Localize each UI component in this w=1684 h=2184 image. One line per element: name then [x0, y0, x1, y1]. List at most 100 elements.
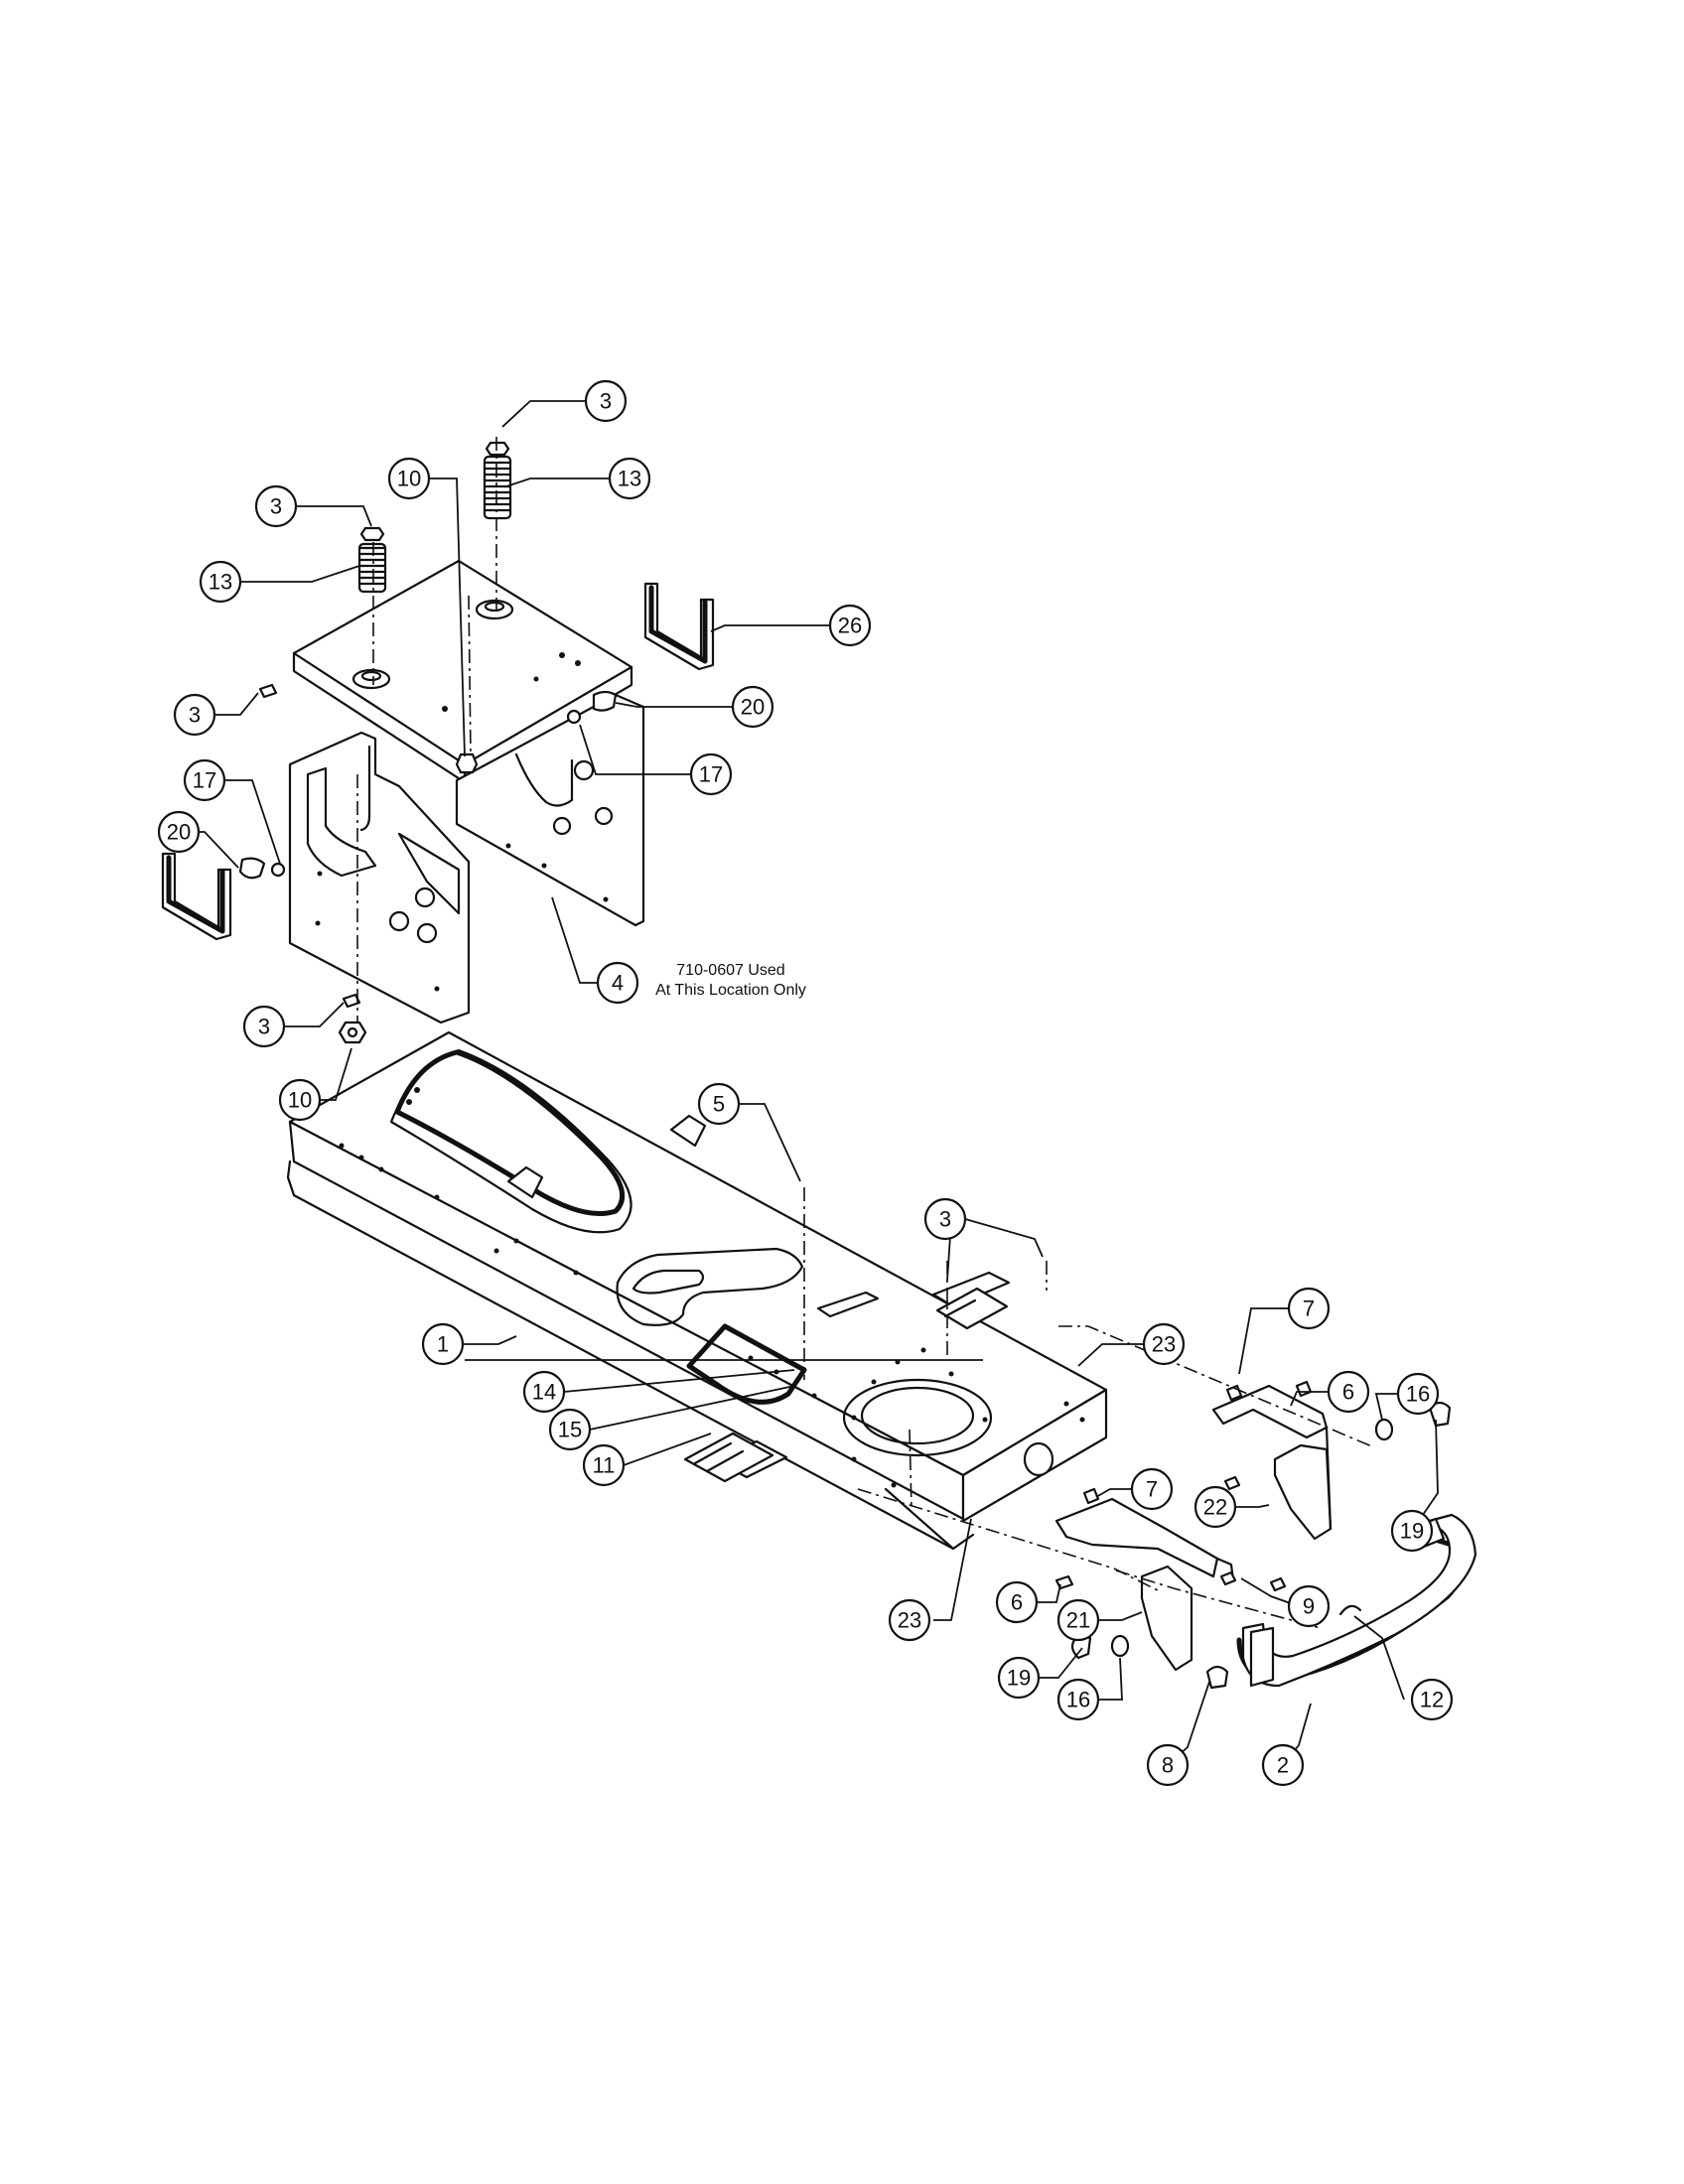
- washer-icon: [270, 862, 286, 878]
- callout-label: 20: [167, 820, 191, 845]
- callout-11: 11: [582, 1443, 626, 1487]
- callout-label: 3: [258, 1015, 270, 1039]
- callout-3: 3: [923, 1197, 967, 1241]
- leader-lines: [179, 400, 1439, 1766]
- callout-circle: [1146, 1743, 1190, 1787]
- callout-circle: [1142, 1322, 1186, 1366]
- callout-circle: [548, 1408, 592, 1451]
- callout-label: 7: [1303, 1297, 1315, 1321]
- callout-label: 17: [193, 768, 216, 793]
- callout-22: 22: [1193, 1485, 1237, 1529]
- callout-circle: [1130, 1467, 1174, 1511]
- callout-circle: [1193, 1485, 1237, 1529]
- callout-circle: [828, 604, 872, 647]
- callout-8: 8: [1146, 1743, 1190, 1787]
- callout-label: 6: [1011, 1590, 1023, 1615]
- callout-label: 15: [558, 1418, 582, 1442]
- callout-circle: [584, 379, 628, 423]
- foot-pedal-front: [683, 1432, 774, 1483]
- callout-label: 10: [397, 467, 421, 491]
- callout-label: 16: [1066, 1688, 1090, 1712]
- callout-label: 4: [612, 971, 624, 996]
- nut-icon: [338, 752, 479, 1044]
- callout-3: 3: [254, 484, 298, 528]
- callout-circle: [183, 758, 226, 802]
- callout-label: 3: [270, 494, 282, 519]
- callout-circle: [995, 1580, 1039, 1624]
- spring-right: [483, 455, 512, 520]
- callout-circle: [731, 685, 774, 729]
- callout-26: 26: [828, 604, 872, 647]
- callout-3: 3: [584, 379, 628, 423]
- callout-label: 10: [288, 1088, 312, 1113]
- callout-4: 4: [596, 961, 639, 1005]
- callout-circle: [157, 810, 201, 854]
- callout-circle: [923, 1197, 967, 1241]
- callout-3: 3: [173, 693, 216, 737]
- callout-label: 6: [1342, 1380, 1354, 1405]
- callout-19: 19: [1390, 1509, 1434, 1553]
- location-note-line1: 710-0607 Used: [676, 962, 784, 979]
- callout-14: 14: [522, 1370, 566, 1414]
- callout-circle: [1390, 1509, 1434, 1553]
- callout-circle: [421, 1322, 465, 1366]
- callout-circle: [1287, 1287, 1331, 1330]
- callout-circle: [608, 457, 651, 500]
- callout-13: 13: [608, 457, 651, 500]
- callout-6: 6: [1327, 1370, 1370, 1414]
- callout-12: 12: [1410, 1678, 1454, 1721]
- callout-label: 26: [838, 614, 862, 638]
- callout-label: 3: [600, 389, 612, 414]
- callout-circle: [697, 1082, 741, 1126]
- callout-16: 16: [1396, 1372, 1440, 1416]
- callout-17: 17: [689, 752, 733, 796]
- callout-circle: [1327, 1370, 1370, 1414]
- location-note-line2: At This Location Only: [655, 982, 806, 999]
- cotter-pin-icon: [1338, 1604, 1362, 1616]
- callout-label: 13: [209, 570, 232, 595]
- callout-label: 14: [532, 1380, 556, 1405]
- callout-label: 16: [1406, 1382, 1430, 1407]
- callout-5: 5: [697, 1082, 741, 1126]
- callout-label: 3: [189, 703, 201, 728]
- callout-circle: [199, 560, 242, 604]
- callout-2: 2: [1261, 1743, 1305, 1787]
- callout-7: 7: [1287, 1287, 1331, 1330]
- callout-23: 23: [1142, 1322, 1186, 1366]
- main-frame: [286, 1030, 1108, 1551]
- callout-10: 10: [278, 1078, 322, 1122]
- callout-20: 20: [157, 810, 201, 854]
- callout-circle: [689, 752, 733, 796]
- seat-box-front-panel: [288, 731, 471, 1024]
- callout-label: 9: [1303, 1594, 1315, 1619]
- seat-box-assembly: [238, 437, 645, 1044]
- foot-pedal-rear: [935, 1287, 1009, 1330]
- callout-label: 20: [741, 695, 765, 720]
- callout-label: 23: [898, 1608, 921, 1633]
- callout-circle: [173, 693, 216, 737]
- callout-label: 17: [699, 762, 723, 787]
- callout-label: 12: [1420, 1688, 1444, 1712]
- callout-circle: [1396, 1372, 1440, 1416]
- callout-label: 5: [713, 1092, 725, 1117]
- callout-1: 1: [421, 1322, 465, 1366]
- fender-bracket-left: [161, 852, 232, 941]
- callout-20: 20: [731, 685, 774, 729]
- callout-label: 19: [1400, 1519, 1424, 1544]
- callout-label: 13: [618, 467, 641, 491]
- callout-13: 13: [199, 560, 242, 604]
- callout-label: 3: [939, 1207, 951, 1232]
- front-bumper: [1236, 1513, 1477, 1688]
- callout-label: 2: [1277, 1753, 1289, 1778]
- callout-circle: [522, 1370, 566, 1414]
- callout-label: 7: [1146, 1477, 1158, 1502]
- callout-circle: [254, 484, 298, 528]
- washer-icon: [1110, 1418, 1394, 1658]
- washer-icon: [566, 709, 582, 725]
- callout-15: 15: [548, 1408, 592, 1451]
- callout-circle: [1261, 1743, 1305, 1787]
- knob-icon: [238, 690, 618, 880]
- fender-bracket-right: [643, 582, 715, 671]
- callout-label: 11: [593, 1453, 616, 1478]
